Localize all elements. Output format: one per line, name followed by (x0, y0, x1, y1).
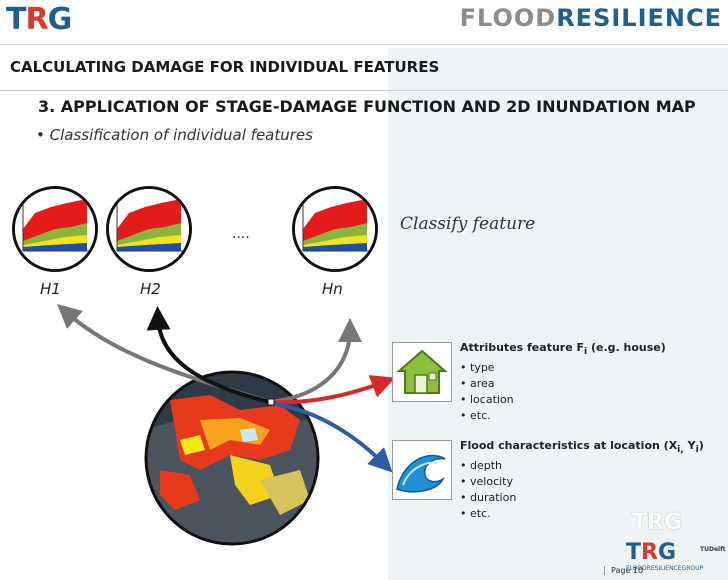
flood-resilience-brand: FLOODRESILIENCE (459, 4, 722, 32)
stage-damage-graph-h1 (12, 186, 98, 272)
footer-group-label: FLOODRESILIENCEGROUP (626, 565, 704, 572)
stage-damage-graph-hn (292, 186, 378, 272)
list-item: depth (460, 458, 720, 474)
page-number: Page 10 (604, 566, 643, 575)
slide-subtitle: 3. APPLICATION OF STAGE-DAMAGE FUNCTION … (38, 97, 696, 116)
arrow-to-flood (271, 402, 393, 473)
house-icon-box (392, 342, 452, 402)
stage-damage-graph-h2 (106, 186, 192, 272)
wave-icon-box (392, 440, 452, 500)
title-divider (0, 90, 728, 91)
label-h1: H1 (40, 280, 61, 298)
list-item: etc. (460, 506, 720, 522)
damage-curve-icon (15, 189, 95, 269)
damage-curve-icon (109, 189, 189, 269)
ellipsis-dots: .... (232, 226, 250, 242)
list-item: duration (460, 490, 720, 506)
label-h2: H2 (140, 280, 161, 298)
header-divider (0, 44, 728, 45)
flood-heading: Flood characteristics at location (Xi, Y… (460, 439, 704, 456)
attributes-heading: Attributes feature Fi (e.g. house) (460, 341, 666, 358)
flood-characteristics-box: Flood characteristics at location (Xi, Y… (460, 438, 720, 522)
arrow-to-attributes (271, 375, 396, 405)
damage-curve-icon (295, 189, 375, 269)
arrow-to-hn (269, 318, 362, 404)
list-item: etc. (460, 408, 710, 424)
wave-icon (396, 454, 446, 493)
trg-logo: TRG (6, 2, 72, 37)
attributes-box: Attributes feature Fi (e.g. house) type … (460, 340, 710, 424)
inundation-map-border (144, 370, 320, 546)
list-item: velocity (460, 474, 720, 490)
bullet-classification: • Classification of individual features (36, 126, 313, 144)
footer-logo-lower: TRG FLOODRESILIENCEGROUP (626, 540, 704, 572)
slide-title: CALCULATING DAMAGE FOR INDIVIDUAL FEATUR… (10, 58, 440, 76)
list-item: type (460, 360, 710, 376)
label-hn: Hn (322, 280, 343, 298)
flood-list: depth velocity duration etc. (460, 458, 720, 522)
classify-feature-label: Classify feature (400, 214, 536, 234)
feature-marker (267, 398, 275, 406)
tudelft-logo: TUDelft (700, 546, 726, 553)
arrow-to-h2 (146, 306, 271, 404)
list-item: location (460, 392, 710, 408)
list-item: area (460, 376, 710, 392)
footer-logo-upper: TRG (632, 510, 683, 535)
house-icon (396, 349, 448, 394)
attributes-list: type area location etc. (460, 360, 710, 424)
